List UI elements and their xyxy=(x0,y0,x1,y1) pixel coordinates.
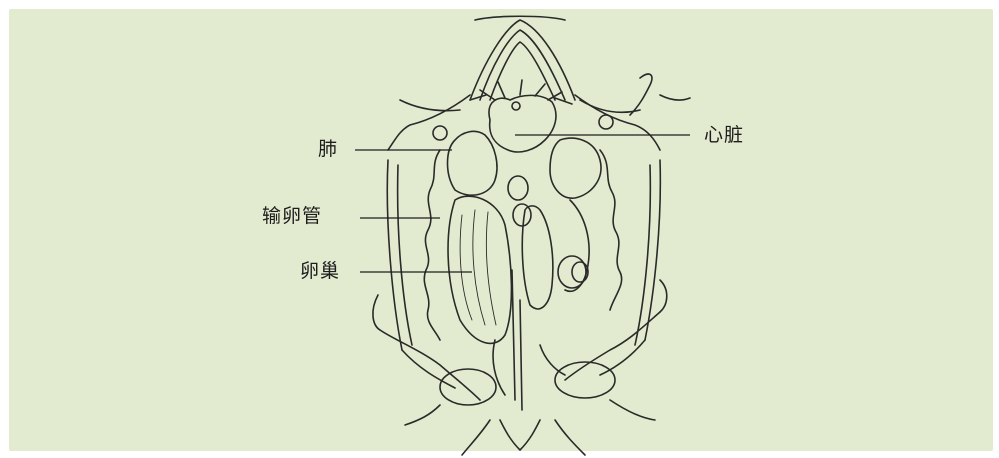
oviduct-label: 输卵管 xyxy=(262,207,322,226)
upper-skin-flaps xyxy=(388,74,690,150)
lungs xyxy=(448,131,601,198)
ovary-left xyxy=(448,196,511,343)
head-flap xyxy=(470,16,575,100)
lung-label: 肺 xyxy=(318,140,338,159)
ovary-right xyxy=(508,176,589,309)
ovary-label: 卵巢 xyxy=(300,262,340,281)
heart-region xyxy=(470,80,572,152)
heart-label: 心脏 xyxy=(704,126,744,145)
lower-tract xyxy=(493,270,565,410)
